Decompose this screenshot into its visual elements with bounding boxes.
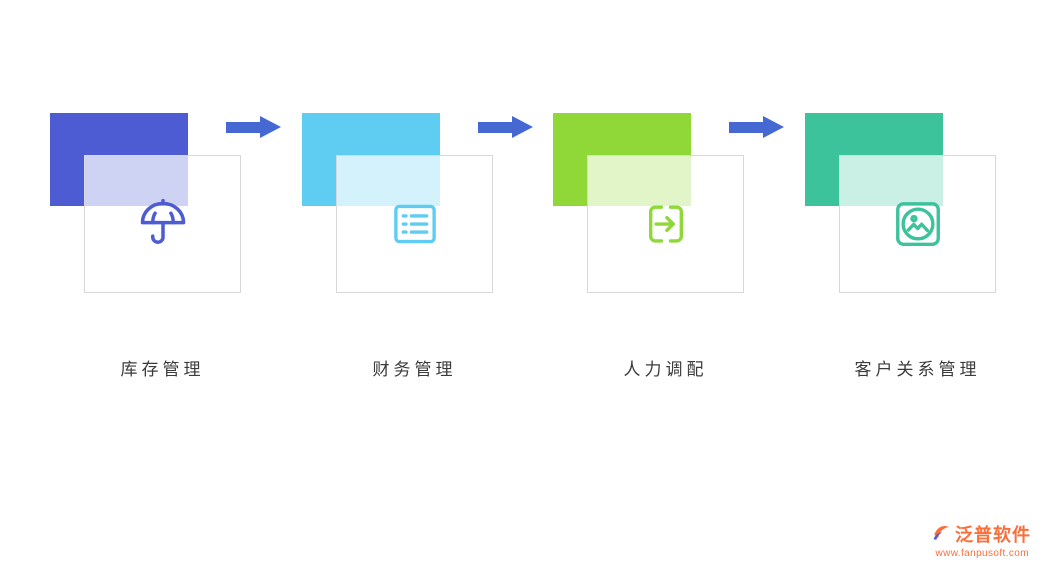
step-human-resource-allocation: 人力调配 [553,113,745,413]
flow-arrow [729,116,784,139]
step-label: 人力调配 [623,360,708,379]
umbrella-icon [135,196,191,252]
icon-card [587,155,744,293]
invoice-list-icon [388,197,442,251]
flow-arrow [478,116,533,139]
footer-brand: 泛普软件 www.fanpusoft.com [931,521,1031,559]
arrow-shaft [226,122,262,133]
arrow-head [512,116,533,138]
fanpu-logo-icon [931,522,951,547]
step-label: 库存管理 [120,360,205,379]
brand-website: www.fanpusoft.com [935,548,1029,559]
step-inventory-management: 库存管理 [50,113,242,413]
arrow-head [763,116,784,138]
flow-arrow [226,116,281,139]
picture-icon [891,197,945,251]
icon-card [336,155,493,293]
step-label: 财务管理 [372,360,457,379]
arrow-shaft [729,122,765,133]
transfer-arrow-icon [639,197,693,251]
step-financial-management: 财务管理 [302,113,494,413]
brand-name: 泛普软件 [955,525,1031,545]
icon-card [839,155,996,293]
step-customer-relationship-management: 客户关系管理 [805,113,997,413]
arrow-head [260,116,281,138]
arrow-shaft [478,122,514,133]
icon-card [84,155,241,293]
step-label: 客户关系管理 [854,360,981,379]
